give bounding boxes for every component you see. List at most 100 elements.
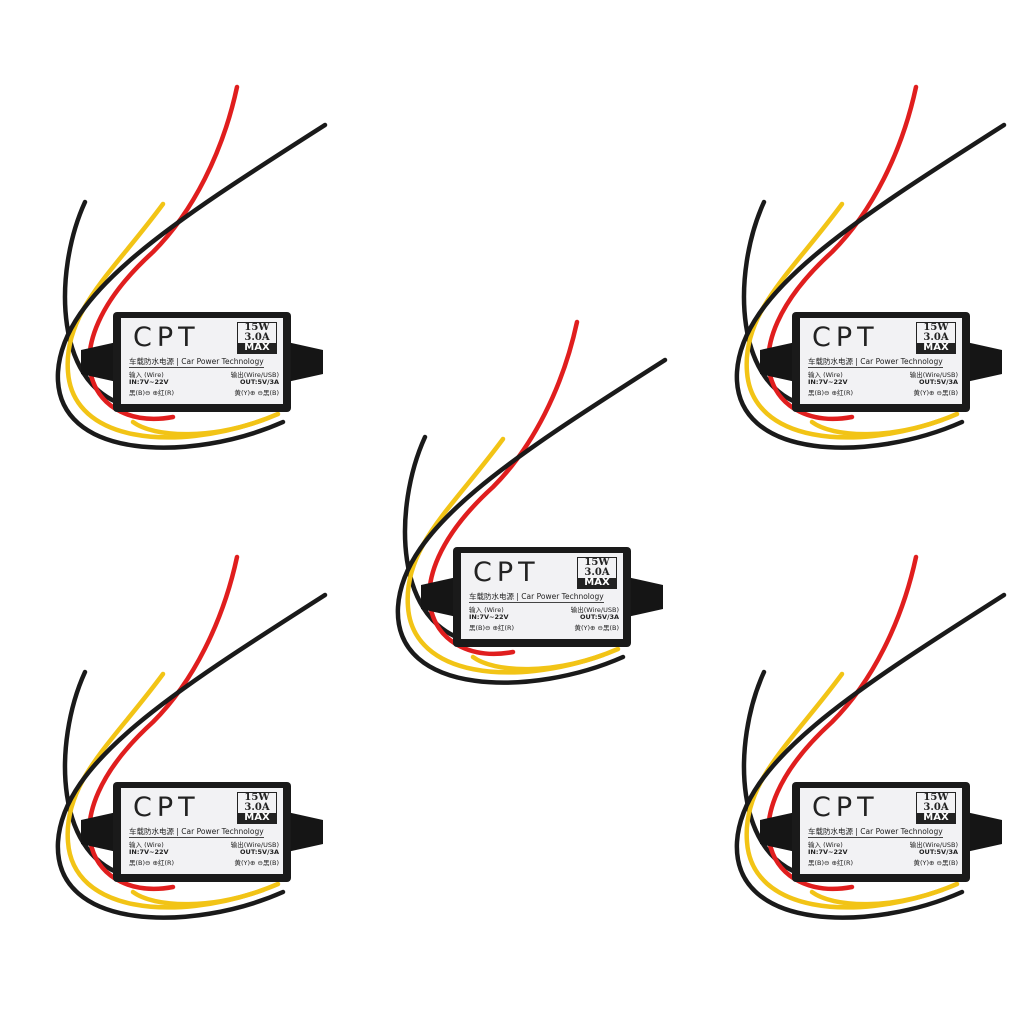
power: 15W: [244, 792, 270, 803]
product-label: CPT 15W 3.0A MAX 车载防水电源 | Car Power Tech…: [461, 553, 623, 639]
output-label: 输出(Wire/USB): [909, 841, 958, 849]
subtitle-en: | Car Power Technology: [516, 592, 604, 601]
input-label: 输入 (Wire): [469, 606, 504, 614]
rating-box: 15W 3.0A MAX: [916, 322, 956, 354]
subtitle-cn: 车载防水电源: [808, 827, 853, 836]
output-spec: OUT:5V/3A: [240, 848, 279, 856]
output-label: 输出(Wire/USB): [230, 371, 279, 379]
subtitle-cn: 车载防水电源: [129, 357, 174, 366]
wire: [405, 436, 606, 675]
power: 15W: [244, 322, 270, 333]
mounting-ear-left: [421, 577, 457, 617]
current: 3.0A: [923, 802, 949, 813]
input-label: 输入 (Wire): [129, 371, 164, 379]
current: 3.0A: [244, 802, 270, 813]
brand: CPT: [812, 792, 879, 823]
brand: CPT: [812, 322, 879, 353]
brand: CPT: [133, 792, 200, 823]
max: MAX: [917, 343, 955, 353]
brand: CPT: [473, 557, 540, 588]
wire: [402, 434, 476, 645]
converter-module: CPT 15W 3.0A MAX 车载防水电源 | Car Power Tech…: [760, 312, 1002, 412]
product-label: CPT 15W 3.0A MAX 车载防水电源 | Car Power Tech…: [800, 788, 962, 874]
subtitle-cn: 车载防水电源: [129, 827, 174, 836]
power: 15W: [584, 557, 610, 568]
output-wires: 黄(Y)⊕ ⊖黑(B): [913, 389, 958, 397]
output-wires: 黄(Y)⊕ ⊖黑(B): [234, 389, 279, 397]
subtitle-cn: 车载防水电源: [808, 357, 853, 366]
subtitle: 车载防水电源 | Car Power Technology: [469, 591, 604, 603]
subtitle-en: | Car Power Technology: [176, 357, 264, 366]
product-label: CPT 15W 3.0A MAX 车载防水电源 | Car Power Tech…: [800, 318, 962, 404]
output-label: 输出(Wire/USB): [230, 841, 279, 849]
wire: [744, 201, 945, 440]
mounting-ear-right: [627, 577, 663, 617]
power: 15W: [923, 792, 949, 803]
wire: [470, 646, 621, 672]
subtitle: 车载防水电源 | Car Power Technology: [808, 826, 943, 838]
converter-module: CPT 15W 3.0A MAX 车载防水电源 | Car Power Tech…: [760, 782, 1002, 882]
rating-box: 15W 3.0A MAX: [577, 557, 617, 589]
input-wires: 黑(B)⊖ ⊕红(R): [469, 624, 515, 632]
wire: [395, 357, 668, 685]
housing: CPT 15W 3.0A MAX 车载防水电源 | Car Power Tech…: [113, 782, 291, 882]
wire: [741, 199, 815, 410]
current: 3.0A: [923, 332, 949, 343]
output-label: 输出(Wire/USB): [909, 371, 958, 379]
output-spec: OUT:5V/3A: [580, 613, 619, 621]
output-spec: OUT:5V/3A: [919, 848, 958, 856]
wire: [62, 669, 136, 880]
mounting-ear-left: [81, 812, 117, 852]
subtitle: 车载防水电源 | Car Power Technology: [129, 356, 264, 368]
max: MAX: [578, 578, 616, 588]
wire: [130, 881, 281, 907]
max: MAX: [238, 343, 276, 353]
mounting-ear-right: [966, 812, 1002, 852]
subtitle-cn: 车载防水电源: [469, 592, 514, 601]
output-wires: 黄(Y)⊕ ⊖黑(B): [913, 859, 958, 867]
max: MAX: [238, 813, 276, 823]
housing: CPT 15W 3.0A MAX 车载防水电源 | Car Power Tech…: [453, 547, 631, 647]
wire: [744, 671, 945, 910]
input-label: 输入 (Wire): [808, 371, 843, 379]
max: MAX: [917, 813, 955, 823]
input-wires: 黑(B)⊖ ⊕红(R): [129, 859, 175, 867]
input-label: 输入 (Wire): [808, 841, 843, 849]
mounting-ear-right: [287, 812, 323, 852]
rating-box: 15W 3.0A MAX: [916, 792, 956, 824]
subtitle-en: | Car Power Technology: [176, 827, 264, 836]
product-label: CPT 15W 3.0A MAX 车载防水电源 | Car Power Tech…: [121, 788, 283, 874]
input-wires: 黑(B)⊖ ⊕红(R): [129, 389, 175, 397]
input-spec: IN:7V~22V: [129, 378, 169, 386]
housing: CPT 15W 3.0A MAX 车载防水电源 | Car Power Tech…: [113, 312, 291, 412]
converter-module: CPT 15W 3.0A MAX 车载防水电源 | Car Power Tech…: [81, 782, 323, 882]
converter-module: CPT 15W 3.0A MAX 车载防水电源 | Car Power Tech…: [81, 312, 323, 412]
wire: [65, 201, 266, 440]
input-spec: IN:7V~22V: [129, 848, 169, 856]
current: 3.0A: [584, 567, 610, 578]
wire: [62, 199, 136, 410]
output-spec: OUT:5V/3A: [919, 378, 958, 386]
wire: [809, 411, 960, 437]
wire: [55, 592, 328, 920]
input-wires: 黑(B)⊖ ⊕红(R): [808, 389, 854, 397]
subtitle: 车载防水电源 | Car Power Technology: [129, 826, 264, 838]
wire: [809, 881, 960, 907]
input-label: 输入 (Wire): [129, 841, 164, 849]
wire: [55, 122, 328, 450]
rating-box: 15W 3.0A MAX: [237, 322, 277, 354]
housing: CPT 15W 3.0A MAX 车载防水电源 | Car Power Tech…: [792, 312, 970, 412]
housing: CPT 15W 3.0A MAX 车载防水电源 | Car Power Tech…: [792, 782, 970, 882]
wire: [734, 592, 1007, 920]
input-spec: IN:7V~22V: [469, 613, 509, 621]
output-label: 输出(Wire/USB): [570, 606, 619, 614]
converter-module: CPT 15W 3.0A MAX 车载防水电源 | Car Power Tech…: [421, 547, 663, 647]
wire: [130, 411, 281, 437]
wire: [741, 669, 815, 880]
current: 3.0A: [244, 332, 270, 343]
power: 15W: [923, 322, 949, 333]
output-wires: 黄(Y)⊕ ⊖黑(B): [234, 859, 279, 867]
rating-box: 15W 3.0A MAX: [237, 792, 277, 824]
output-wires: 黄(Y)⊕ ⊖黑(B): [574, 624, 619, 632]
subtitle-en: | Car Power Technology: [855, 827, 943, 836]
